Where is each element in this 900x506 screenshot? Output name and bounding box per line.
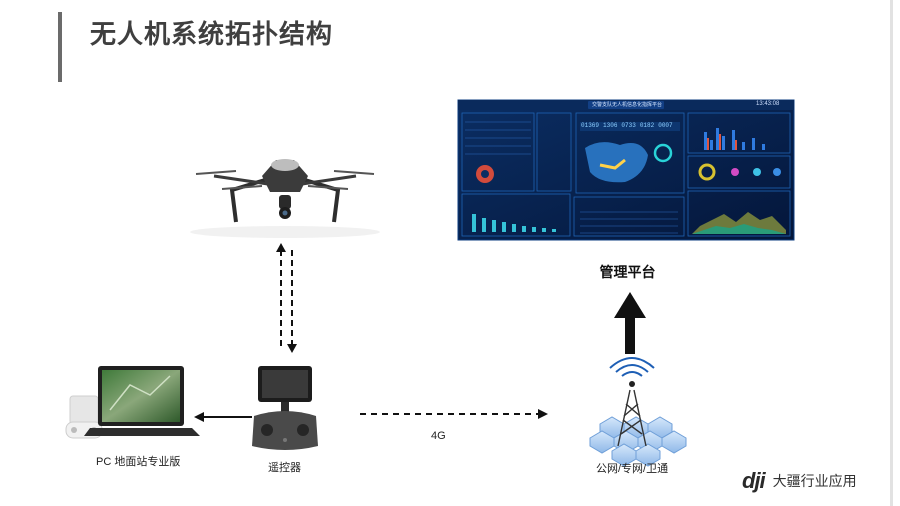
network-platform-shaft	[625, 316, 635, 354]
dashboard-header: 交警支队无人机信息化指挥平台	[591, 102, 662, 108]
network-platform-arrowhead	[614, 292, 646, 318]
dashboard-numbers: 01369 1306 0733 0182 0007	[581, 122, 681, 129]
right-edge-rule	[890, 0, 893, 506]
dji-logo: dji	[742, 468, 766, 493]
dashboard-number: 01369	[581, 122, 600, 129]
network-label: 公网/专网/卫通	[596, 463, 669, 475]
drone-rc-link	[280, 250, 293, 348]
pc-station-label: PC 地面站专业版	[96, 456, 181, 468]
dashboard-number: 0182	[639, 122, 655, 129]
link-arrowhead-down	[287, 344, 297, 353]
title-accent-bar	[58, 12, 62, 82]
dashboard-time: 13:43:08	[756, 101, 780, 107]
remote-controller-icon	[252, 366, 318, 450]
pc-ground-station-icon	[65, 366, 200, 439]
brand-text: 大疆行业应用	[772, 473, 857, 489]
rc-pc-arrowhead	[194, 412, 204, 422]
dashboard-number: 0733	[621, 122, 636, 129]
link-4g-label: 4G	[431, 430, 446, 442]
management-platform-label: 管理平台	[599, 264, 656, 280]
link-arrowhead-up	[276, 243, 286, 252]
brand: dji 大疆行业应用	[742, 468, 857, 494]
network-tower-icon	[589, 357, 687, 467]
dashboard-number: 1306	[603, 122, 618, 129]
dashboard-number: 0007	[658, 122, 673, 129]
page-title: 无人机系统拓扑结构	[90, 19, 334, 49]
management-platform-dashboard	[457, 99, 795, 241]
rc-network-arrowhead	[538, 409, 548, 419]
remote-controller-label: 遥控器	[268, 462, 301, 474]
drone-icon	[190, 159, 380, 238]
